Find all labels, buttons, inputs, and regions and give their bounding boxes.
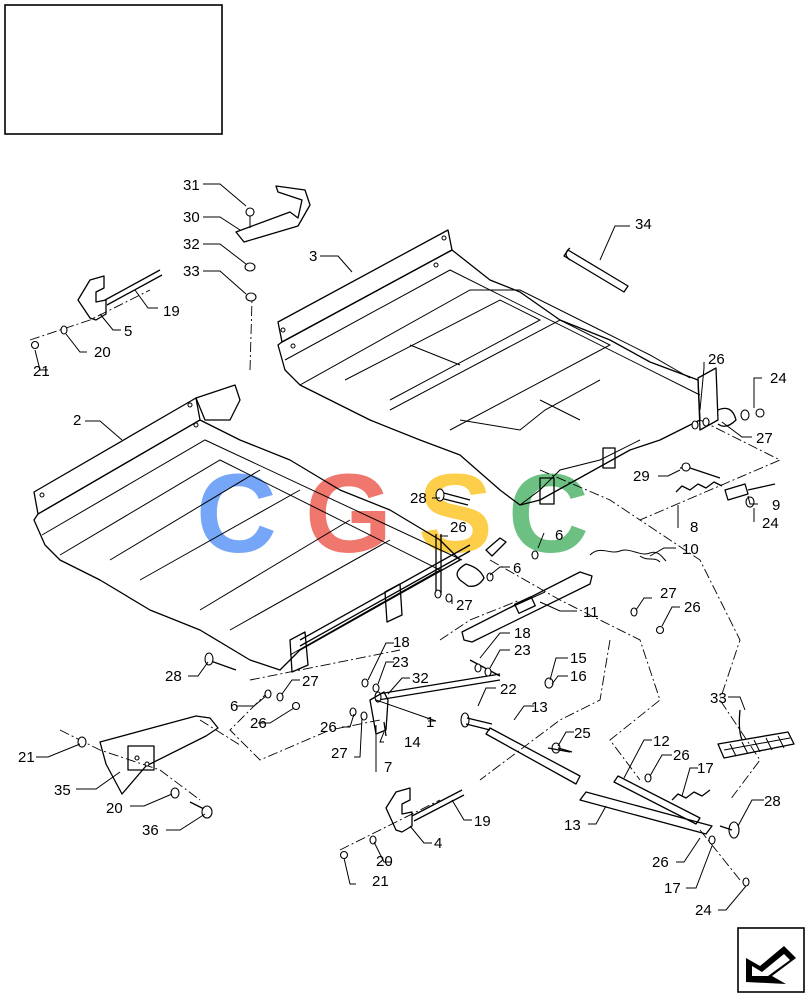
callout-label: 26 xyxy=(673,747,690,764)
watermark: C G S C xyxy=(196,451,589,576)
callout-label: 7 xyxy=(384,759,392,776)
title-box xyxy=(4,4,223,135)
chute-body-right xyxy=(277,229,737,506)
part-30-bracket xyxy=(235,185,311,302)
callout-label: 6 xyxy=(555,527,563,544)
callout-label: 26 xyxy=(250,715,267,732)
callout-label: 21 xyxy=(18,749,35,766)
callout-label: 13 xyxy=(564,817,581,834)
part-11-lever xyxy=(461,571,593,677)
part-33-grip xyxy=(717,709,795,759)
callout-label: 11 xyxy=(583,604,599,621)
leader-lines xyxy=(34,183,764,911)
callout-label: 27 xyxy=(302,673,319,690)
callout-label: 24 xyxy=(762,515,779,532)
callout-label: 15 xyxy=(570,650,587,667)
part-5-bracket xyxy=(30,269,163,350)
watermark-letter: C xyxy=(508,451,589,576)
chute-body-left xyxy=(33,384,471,673)
callout-label: 23 xyxy=(514,642,531,659)
callout-label: 31 xyxy=(183,177,200,194)
part-35-bracket xyxy=(77,715,219,819)
callout-label: 26 xyxy=(450,519,467,536)
callout-label: 27 xyxy=(456,597,473,614)
part-34-pin xyxy=(563,247,629,293)
part-4-bracket xyxy=(339,787,465,860)
callout-label: 29 xyxy=(633,468,650,485)
callout-label: 28 xyxy=(165,668,182,685)
callout-label: 26 xyxy=(652,854,669,871)
callout-label: 27 xyxy=(756,430,773,447)
callout-label: 10 xyxy=(682,541,699,558)
part-lock-assembly xyxy=(434,534,539,603)
callout-label: 17 xyxy=(664,880,681,897)
callout-label: 26 xyxy=(320,719,337,736)
callout-label: 25 xyxy=(574,725,591,742)
callout-label: 14 xyxy=(404,734,421,751)
callout-label: 3 xyxy=(309,248,317,265)
callout-label: 34 xyxy=(635,216,652,233)
callout-label: 12 xyxy=(653,733,670,750)
part-13-rods xyxy=(460,712,713,835)
watermark-letter: C xyxy=(196,451,277,576)
callout-label: 28 xyxy=(764,793,781,810)
arrow-back-icon[interactable] xyxy=(737,927,805,993)
part-10-wire xyxy=(589,549,667,563)
callout-label: 6 xyxy=(513,560,521,577)
callout-labels: 31 30 32 33 34 3 19 5 20 21 2 26 24 27 2… xyxy=(18,177,787,919)
callout-label: 21 xyxy=(33,363,50,380)
part-12-pin xyxy=(613,773,750,887)
callout-label: 4 xyxy=(434,835,442,852)
callout-label: 2 xyxy=(73,412,81,429)
callout-label: 1 xyxy=(426,714,434,731)
callout-label: 20 xyxy=(106,800,123,817)
callout-label: 26 xyxy=(684,599,701,616)
callout-label: 27 xyxy=(660,585,677,602)
callout-label: 23 xyxy=(392,654,409,671)
callout-label: 33 xyxy=(710,690,727,707)
callout-label: 18 xyxy=(514,625,531,642)
callout-label: 27 xyxy=(331,745,348,762)
callout-label: 33 xyxy=(183,263,200,280)
callout-label: 26 xyxy=(708,351,725,368)
callout-label: 36 xyxy=(142,822,159,839)
callout-label: 24 xyxy=(695,902,712,919)
callout-label: 35 xyxy=(54,782,71,799)
callout-label: 30 xyxy=(183,209,200,226)
callout-label: 20 xyxy=(376,853,393,870)
callout-label: 13 xyxy=(531,699,548,716)
callout-label: 6 xyxy=(230,698,238,715)
right-hardware-cluster xyxy=(675,408,776,508)
callout-label: 21 xyxy=(372,873,389,890)
callout-label: 19 xyxy=(163,303,180,320)
right-bolts xyxy=(204,607,665,753)
watermark-letter: G xyxy=(305,451,392,576)
callout-label: 19 xyxy=(474,813,491,830)
callout-label: 20 xyxy=(94,344,111,361)
callout-label: 18 xyxy=(393,634,410,651)
callout-label: 5 xyxy=(124,323,132,340)
callout-label: 32 xyxy=(183,236,200,253)
callout-label: 24 xyxy=(770,370,787,387)
callout-label: 17 xyxy=(697,760,714,777)
assembly-lines xyxy=(29,289,782,881)
callout-label: 28 xyxy=(410,490,427,507)
callout-label: 32 xyxy=(412,670,429,687)
callout-label: 16 xyxy=(570,668,587,685)
callout-label: 22 xyxy=(500,681,517,698)
part-1-rod xyxy=(374,673,501,703)
callout-label: 8 xyxy=(690,519,698,536)
callout-label: 9 xyxy=(772,497,780,514)
